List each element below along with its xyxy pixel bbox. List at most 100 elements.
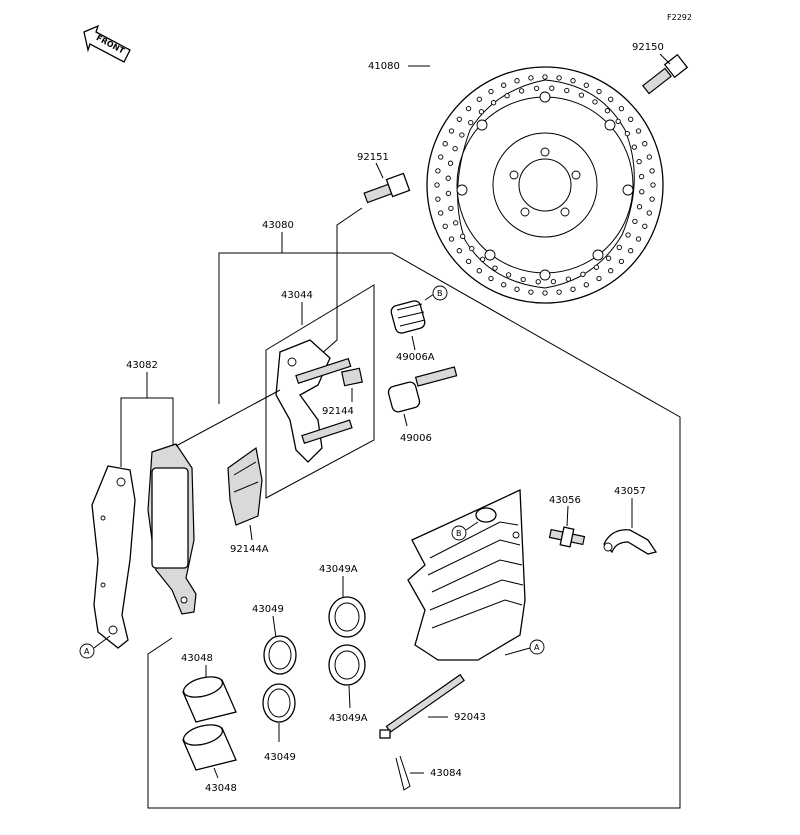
disc-perforation xyxy=(460,233,466,240)
disc-perforation xyxy=(542,290,548,296)
pad-spring-92144a xyxy=(227,446,263,526)
disc-perforation xyxy=(448,236,455,242)
disc-perforation xyxy=(520,276,526,283)
disc-perforation xyxy=(635,128,642,134)
disc-perforation xyxy=(608,268,614,274)
label-92043: 92043 xyxy=(454,712,486,723)
disc-perforation xyxy=(639,189,645,195)
disc-perforation xyxy=(479,256,486,262)
disc-perforation xyxy=(434,182,440,188)
disc-perforation xyxy=(435,168,441,174)
disc-perforation xyxy=(448,205,454,212)
disc-perforation xyxy=(564,87,570,94)
disc-perforation xyxy=(453,220,459,226)
disc-perforation xyxy=(618,258,625,265)
disc-perforation xyxy=(642,223,648,229)
disc-perforation xyxy=(488,275,494,282)
pin-clip-43084 xyxy=(395,755,411,791)
disc-perforation xyxy=(435,196,441,202)
label-43048-bottom: 43048 xyxy=(205,783,237,794)
bleed-cap-43057 xyxy=(603,529,658,555)
label-43080: 43080 xyxy=(262,220,294,231)
piston-43048-bottom xyxy=(182,724,237,771)
disc-perforation xyxy=(528,289,534,295)
disc-perforation xyxy=(465,105,472,112)
disc-perforation xyxy=(580,271,586,277)
label-92144a: 92144A xyxy=(230,544,269,555)
piston-seal-43049-bottom xyxy=(262,683,296,723)
disc-perforation xyxy=(514,286,520,292)
label-43057: 43057 xyxy=(614,486,646,497)
disc-perforation xyxy=(646,210,652,216)
disc-perforation xyxy=(447,160,454,166)
disc-perforation xyxy=(501,282,507,288)
pin-boot-49006a xyxy=(390,300,426,334)
pad-pin-92043 xyxy=(379,673,465,739)
disc-perforation xyxy=(456,116,462,122)
disc-perforation xyxy=(445,190,452,197)
disc-perforation xyxy=(578,92,585,98)
disc-perforation xyxy=(618,105,625,112)
callout-b-caliper-label: B xyxy=(456,529,462,538)
disc-perforation xyxy=(583,82,589,88)
label-43056: 43056 xyxy=(549,495,581,506)
label-43049a-bottom: 43049A xyxy=(329,713,368,724)
disc-perforation xyxy=(583,282,589,288)
disc-perforation xyxy=(490,100,497,106)
label-92144: 92144 xyxy=(322,406,354,417)
caliper-bracket-43044 xyxy=(275,339,353,463)
label-43048-top: 43048 xyxy=(181,653,213,664)
callout-a-caliper xyxy=(529,639,545,655)
disc-perforation xyxy=(535,279,541,285)
disc-perforation xyxy=(635,236,642,242)
disc-perforation xyxy=(570,78,576,84)
disc-perforation xyxy=(649,168,655,174)
label-49006: 49006 xyxy=(400,433,432,444)
disc-perforation xyxy=(628,116,634,122)
front-arrow: FRONT xyxy=(83,24,131,63)
disc-perforation xyxy=(642,141,648,147)
disc-perforation xyxy=(492,265,498,271)
disc-perforation xyxy=(518,88,525,94)
disc-perforation xyxy=(478,109,485,115)
disc-perforation xyxy=(556,75,562,81)
label-41080: 41080 xyxy=(368,61,400,72)
disc-bolt-92150 xyxy=(642,53,689,95)
disc-perforation xyxy=(501,82,507,88)
disc-perforation xyxy=(448,128,455,134)
disc-perforation xyxy=(624,130,630,137)
disc-perforation xyxy=(592,99,598,105)
disc-perforation xyxy=(636,204,643,210)
disc-perforation xyxy=(556,289,562,295)
figure-code: F2292 xyxy=(667,13,692,22)
label-43049a-top: 43049A xyxy=(319,564,358,575)
label-43049-bottom: 43049 xyxy=(264,752,296,763)
callout-a-caliper-label: A xyxy=(534,643,540,652)
piston-43048-top xyxy=(182,676,237,723)
disc-perforation xyxy=(442,223,448,229)
caliper-bleed-boss xyxy=(475,507,497,523)
disc-perforation xyxy=(649,196,655,202)
disc-perforation xyxy=(636,158,642,165)
piston-seal-43049-top xyxy=(263,635,297,675)
disc-perforation xyxy=(456,248,462,254)
disc-perforation xyxy=(616,244,622,251)
disc-perforation xyxy=(476,96,482,102)
slide-pin-49006 xyxy=(387,366,458,413)
pad-spring-92144 xyxy=(341,367,363,387)
disc-perforation xyxy=(504,93,510,99)
label-92151: 92151 xyxy=(357,152,389,163)
disc-perforation xyxy=(542,74,548,80)
label-92150: 92150 xyxy=(632,42,664,53)
disc-perforation xyxy=(533,85,540,92)
disc-perforation xyxy=(514,78,520,84)
disc-perforation xyxy=(468,119,474,126)
disc-perforation xyxy=(596,275,602,282)
callout-a-left xyxy=(79,643,95,659)
disc-perforation xyxy=(505,272,512,278)
brake-pad-inner xyxy=(147,443,197,615)
disc-perforation xyxy=(632,218,638,225)
disc-perforation xyxy=(459,132,465,138)
disc-perforation xyxy=(488,88,494,95)
